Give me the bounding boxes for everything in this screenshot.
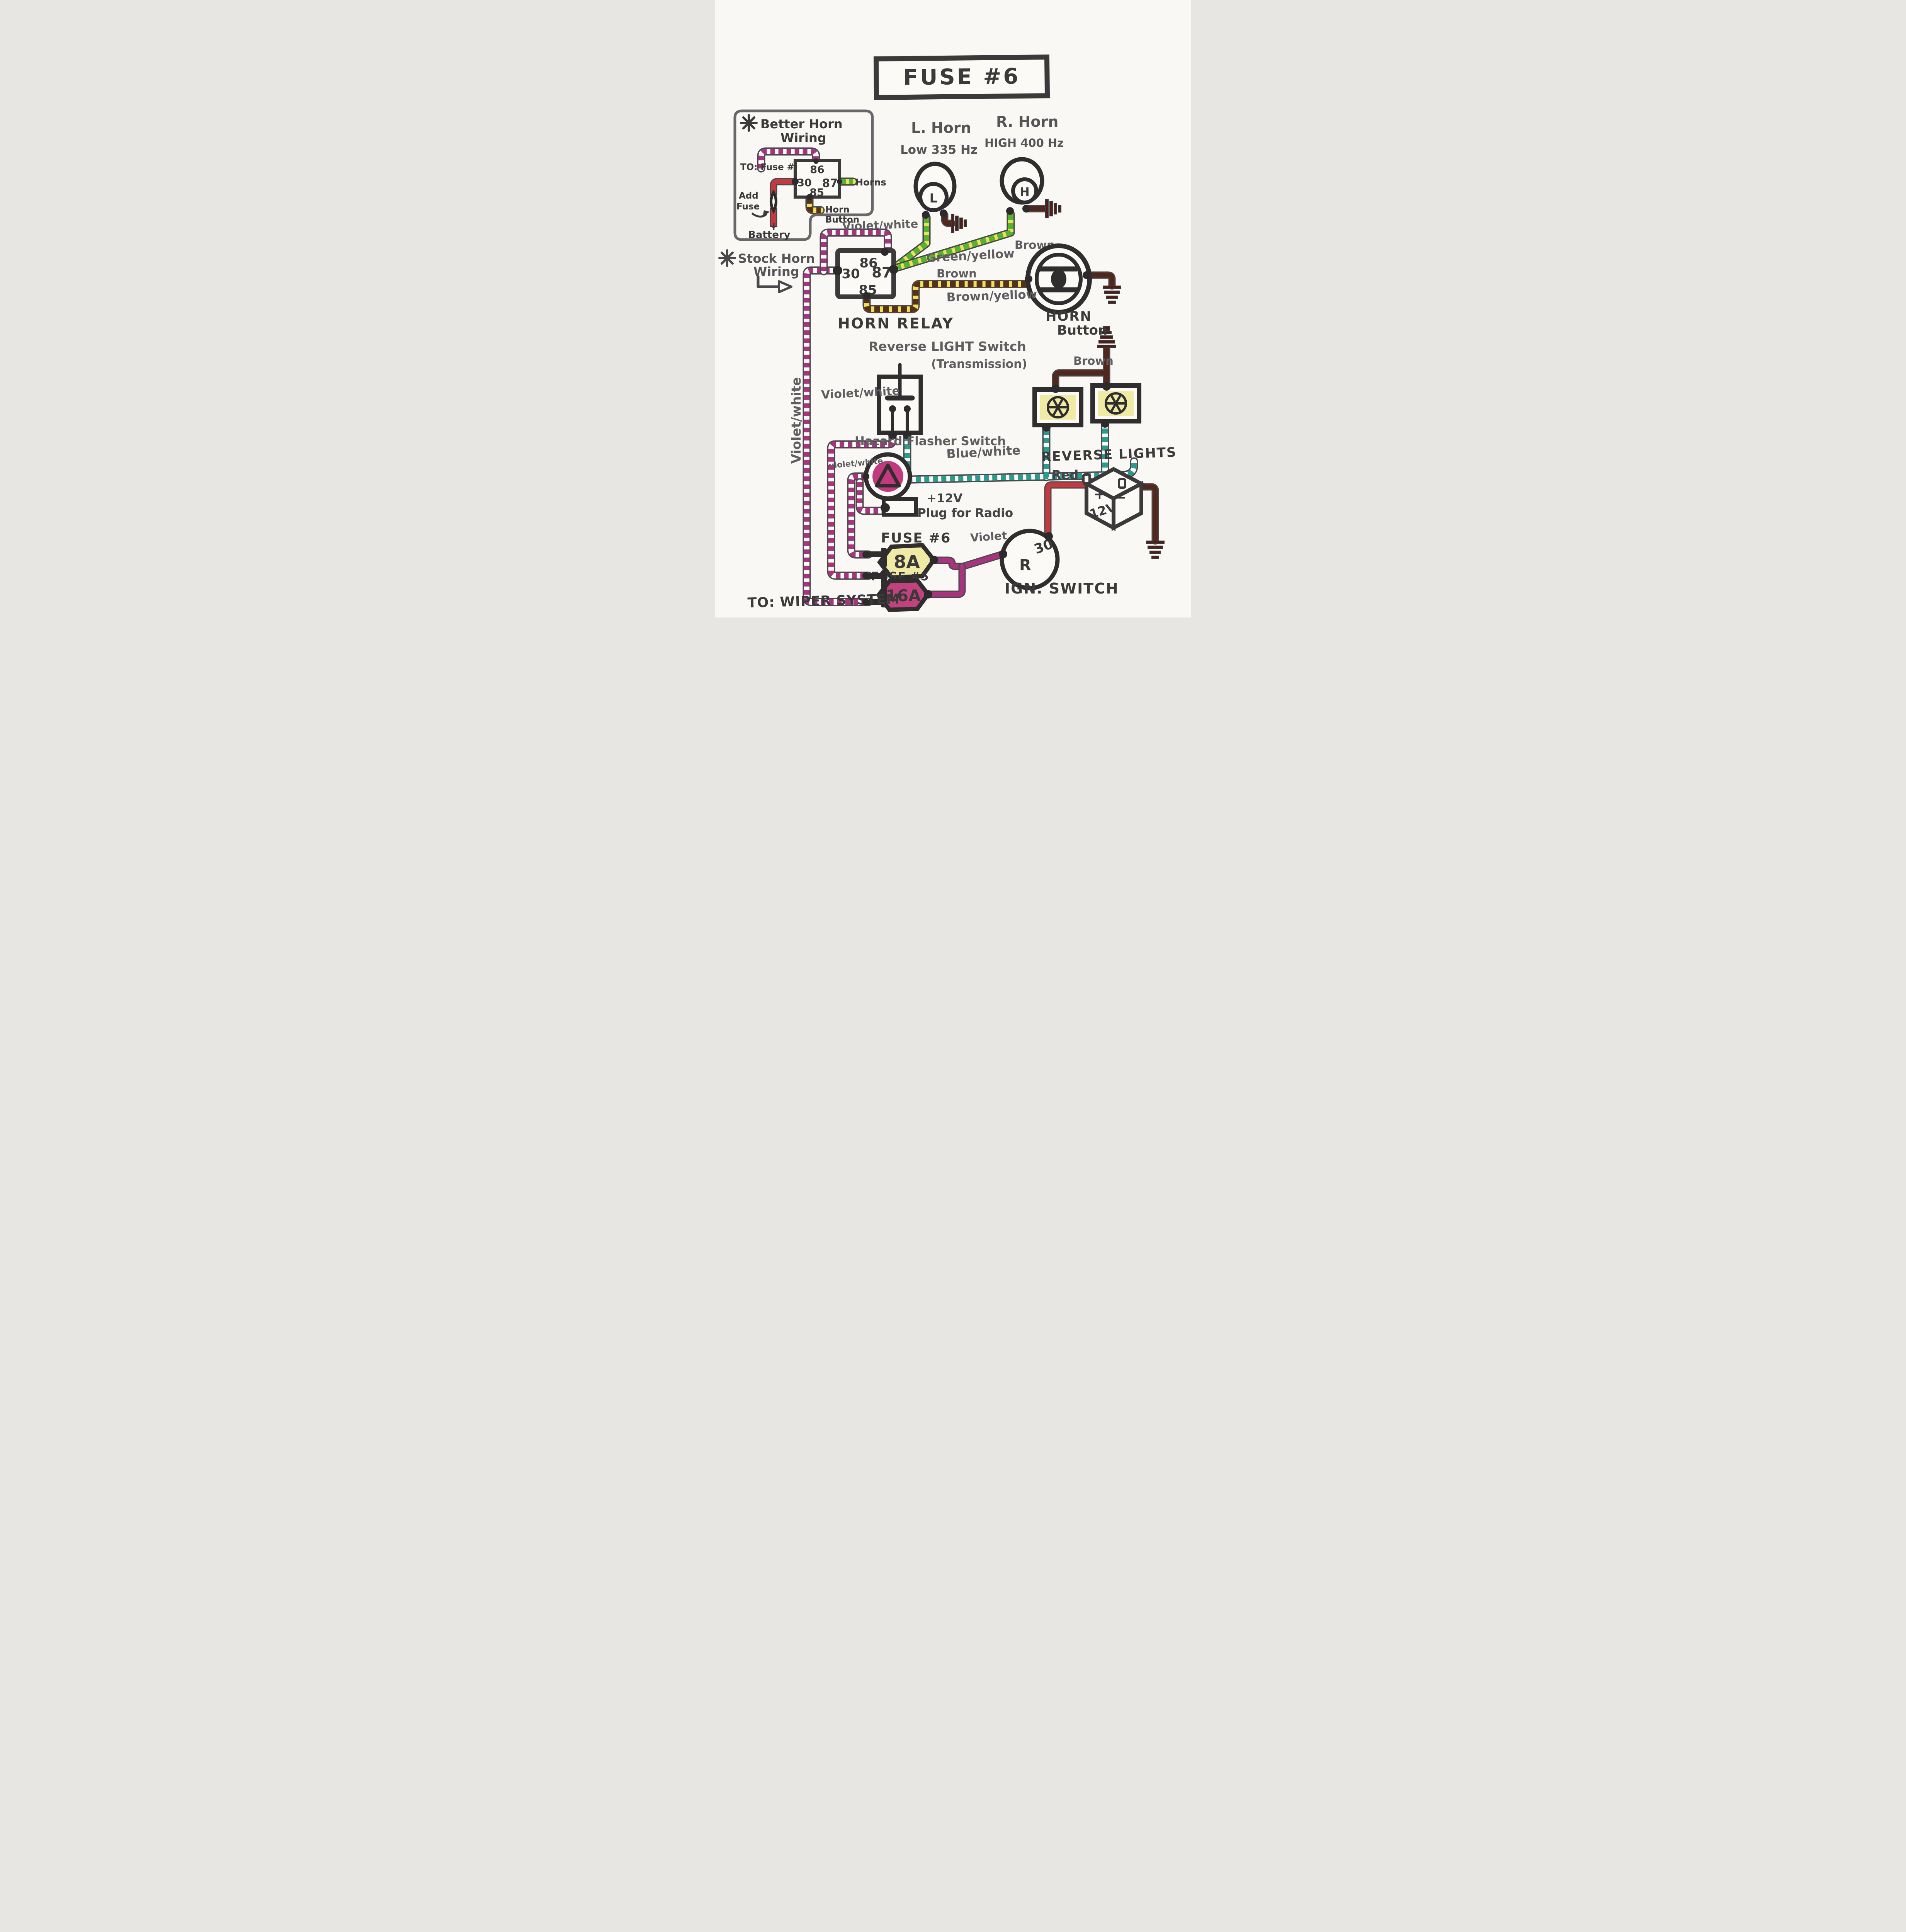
wiper-note: TO: WIPER SYSTEM <box>747 592 900 611</box>
reverse-switch-label-line2: (Transmission) <box>931 357 1027 371</box>
left-horn: L. Horn Low 335 Hz L Brown <box>900 119 978 280</box>
fuse6: FUSE #6 8A <box>877 531 951 580</box>
red-wire-label: Red <box>1052 468 1078 482</box>
reverse-switch-box <box>877 374 923 435</box>
fuse5: FUSE #5 16A <box>871 570 932 612</box>
better-horn-wiring-inset: Better Horn Wiring TO: Fuse #6 86 30 87 … <box>733 109 886 241</box>
battery-front-right <box>1112 480 1143 531</box>
inset-add-fuse-line1: Add <box>739 191 758 201</box>
battery-12v: Red + − 12V <box>1052 467 1146 531</box>
right-horn-letter: H <box>1020 185 1029 199</box>
inset-relay-86: 86 <box>810 164 825 176</box>
ground-icon <box>1146 541 1165 559</box>
reverse-lights-label: REVERSE LIGHTS <box>1041 445 1177 465</box>
horn-button-label-line1: HORN <box>1046 309 1092 324</box>
inset-border <box>733 109 874 241</box>
battery-terminal-negative <box>1118 478 1126 489</box>
steering-wheel-hub <box>1051 269 1066 289</box>
right-horn-spec: HIGH 400 Hz <box>984 136 1064 150</box>
ignition-R: R <box>1019 556 1031 574</box>
horn-relay: 86 30 87 85 HORN RELAY <box>833 248 954 332</box>
stock-arrowhead-icon <box>778 280 792 293</box>
right-horn: R. Horn HIGH 400 Hz H Brown <box>984 113 1064 252</box>
ground-icon <box>1097 326 1116 348</box>
inset-battery-label: Battery <box>748 229 791 241</box>
fuse6-label: FUSE #6 <box>881 531 951 546</box>
page-title: FUSE #6 <box>903 64 1020 90</box>
inset-heading-line2: Wiring <box>780 131 826 145</box>
lamp-icon <box>1105 392 1127 415</box>
hazard-triangle-icon <box>875 463 901 488</box>
relay-86: 86 <box>859 255 877 271</box>
star-icon <box>718 249 736 267</box>
steering-wheel-inner <box>1035 253 1083 305</box>
violet-wire-label: Violet <box>970 529 1008 544</box>
left-horn-name: L. Horn <box>911 119 971 136</box>
left-horn-face <box>918 182 949 212</box>
inset-relay-30: 30 <box>797 177 812 189</box>
inset-relay-87: 87 <box>822 177 838 190</box>
violet-white-vertical-label: Violet/white <box>789 377 804 464</box>
stock-horn-note: Stock Horn Wiring <box>718 249 815 293</box>
stock-note-line2: Wiring <box>753 264 799 279</box>
relay-30: 30 <box>842 266 860 282</box>
hazard-flasher-switch: Hazard Flasher Switch violet/white <box>828 434 1006 501</box>
left-horn-spec: Low 335 Hz <box>900 143 978 157</box>
reverse-switch-label-line1: Reverse LIGHT Switch <box>869 339 1026 354</box>
battery-minus: − <box>1114 489 1127 506</box>
star-icon <box>740 114 758 132</box>
ignition-switch: 30 R IGN. SWITCH Violet <box>970 529 1119 597</box>
radio-label-line1: +12V <box>927 492 962 505</box>
reverse-lights-brown-label: Brown <box>1073 354 1114 367</box>
reverse-lights: Brown REVERSE LIGHTS <box>1032 354 1177 465</box>
ground-icon <box>951 214 967 233</box>
ground-icon <box>1103 286 1121 304</box>
ground-icon <box>1045 199 1061 218</box>
green-yellow-label: Green/yellow <box>926 247 1015 265</box>
brown-yellow-label: Brown/yellow <box>946 287 1037 304</box>
inset-battery-plus: + <box>769 220 779 233</box>
diagram-canvas: FUSE #6 Better Horn Wiring TO: Fuse #6 8… <box>718 54 1177 612</box>
fuse5-rating: 16A <box>886 586 921 605</box>
inset-horns-label: Horns <box>855 177 886 188</box>
right-horn-name: R. Horn <box>996 113 1058 130</box>
radio-plug: +12V Plug for Radio <box>881 492 1013 520</box>
violet-white-relay-label: Violet/white <box>842 217 918 233</box>
fuse6-rating: 8A <box>894 551 920 572</box>
left-horn-ground-label: Brown <box>937 267 977 280</box>
inset-to-fuse-label: TO: Fuse #6 <box>740 162 801 172</box>
radio-label-line2: Plug for Radio <box>917 506 1013 520</box>
horn-relay-label: HORN RELAY <box>838 315 954 332</box>
inset-heading-line1: Better Horn <box>760 117 843 131</box>
stock-note-line1: Stock Horn <box>738 251 815 266</box>
violet-wires <box>928 554 1003 594</box>
horn-button: HORN Button <box>1025 243 1107 338</box>
battery-plus: + <box>1093 486 1106 503</box>
reverse-light-switch: Reverse LIGHT Switch (Transmission) <box>869 339 1027 439</box>
reverse-switch-plunger <box>885 363 915 401</box>
fuse-symbol-icon <box>770 189 777 214</box>
inset-relay-box <box>794 159 841 199</box>
ignition-switch-body <box>1000 529 1060 590</box>
left-horn-letter: L <box>930 191 937 206</box>
inset-horn-button-line1: Horn <box>825 205 850 215</box>
stock-arrow-icon <box>757 276 779 288</box>
inset-horn-button-line2: Button <box>825 215 859 225</box>
add-fuse-arrowhead-icon <box>763 210 770 217</box>
title-box: FUSE #6 <box>873 54 1050 100</box>
battery-terminal-positive <box>1082 473 1091 484</box>
wiring-diagram-page: FUSE #6 Better Horn Wiring TO: Fuse #6 8… <box>715 0 1191 617</box>
inset-add-fuse-line2: Fuse <box>736 202 760 212</box>
right-horn-face <box>1011 177 1038 204</box>
lamp-icon <box>1047 396 1069 418</box>
fuse-connector-brackets <box>868 548 887 607</box>
horn-button-label-line2: Button <box>1057 323 1107 338</box>
steering-wheel-spokes <box>1040 266 1077 293</box>
relay-87: 87 <box>872 264 892 281</box>
hazard-label: Hazard Flasher Switch <box>855 434 1006 448</box>
ignition-label: IGN. SWITCH <box>1005 580 1119 597</box>
